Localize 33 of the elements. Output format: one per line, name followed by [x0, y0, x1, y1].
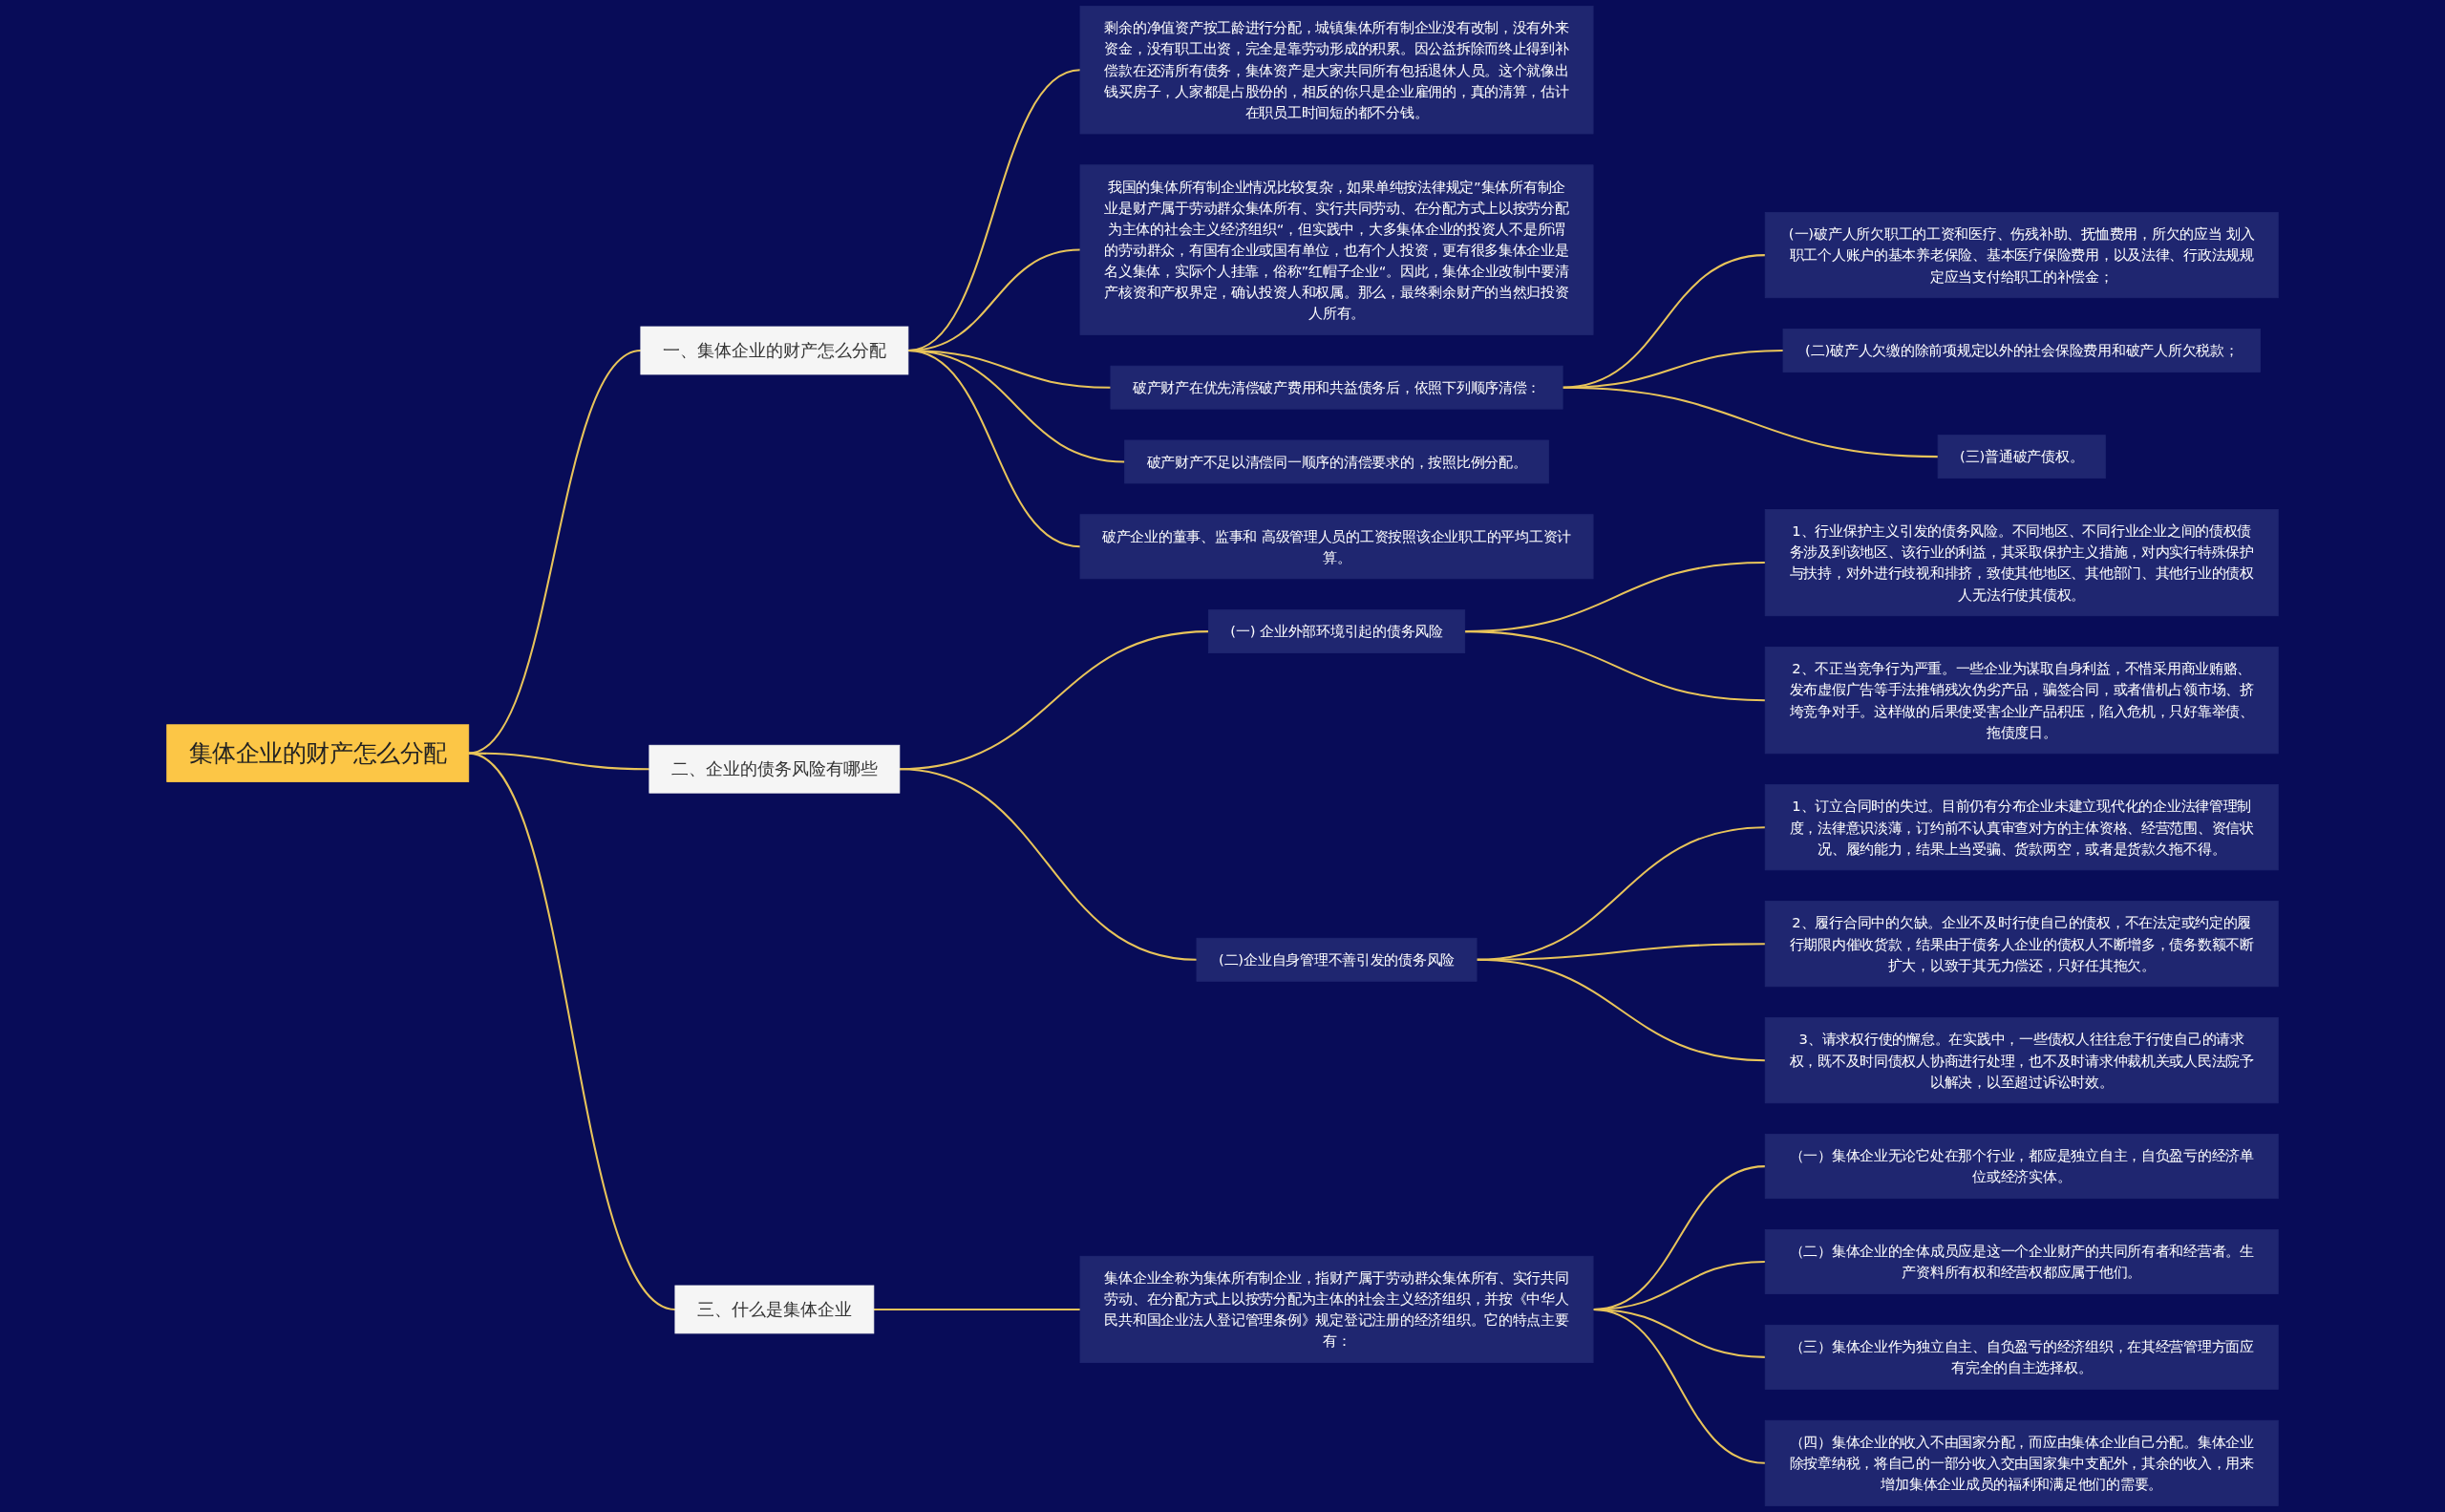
node-box: 二、企业的债务风险有哪些 — [648, 744, 901, 794]
node-box: 1、订立合同时的失过。目前仍有分布企业未建立现代化的企业法律管理制度，法律意识淡薄，订约前不认真审查对方的主体资格、经营范围、资信状况、履约能力，结果上当受骗、货款两空，或者是货款久拖不得。 — [1764, 784, 2279, 871]
node-box: 3、请求权行使的懈怠。在实践中，一些债权人往往怠于行使自己的请求权，既不及时同债权人协商进行处理，也不及时请求仲裁机关或人民法院予以解决，以至超过诉讼时效。 — [1764, 1017, 2279, 1104]
node-box: (一)破产人所欠职工的工资和医疗、伤残补助、抚恤费用，所欠的应当 划入职工个人账户的基本养老保险、基本医疗保险费用，以及法律、行政法规规定应当支付给职工的补偿金； — [1764, 212, 2279, 299]
connector — [1464, 630, 1766, 702]
connector — [899, 768, 1198, 961]
node-box: （四）集体企业的收入不由国家分配，而应由集体企业自己分配。集体企业除按章纳税，将自己的一部分收入交由国家集中支配外，其余的收入，用来增加集体企业成员的福利和满足他们的需要。 — [1764, 1419, 2279, 1506]
node-box: （一）集体企业无论它处在那个行业，都应是独立自主，自负盈亏的经济单位或经济实体。 — [1764, 1134, 2279, 1200]
connector — [1563, 386, 1939, 458]
node-box: 2、不正当竞争行为严重。一些企业为谋取自身利益，不惜采用商业贿赂、发布虚假广告等手法推销残次伪劣产品，骗签合同，或者借机占领市场、挤垮竞争对手。这样做的后果使受害企业产品积压，陷入危机，只好靠举债、拖债度日。 — [1764, 647, 2279, 755]
node-box: 集体企业的财产怎么分配 — [166, 724, 470, 782]
node-box: (一) 企业外部环境引起的债务风险 — [1207, 609, 1466, 654]
node-box: （二）集体企业的全体成员应是这一个企业财产的共同所有者和经营者。生产资料所有权和经营权都应属于他们。 — [1764, 1229, 2279, 1294]
node-box: 破产财产在优先清偿破产费用和共益债务后，依照下列顺序清偿： — [1110, 365, 1563, 410]
node-box: （三）集体企业作为独立自主、自负盈亏的经济组织，在其经营管理方面应有完全的自主选择权。 — [1764, 1324, 2279, 1390]
connector — [907, 350, 1081, 548]
node-box: 剩余的净值资产按工龄进行分配，城镇集体所有制企业没有改制，没有外来资金，没有职工出资，完全是靠劳动形成的积累。因公益拆除而终止得到补偿款在还清所有债务，集体资产是大家共同所有包括退休人员。这个就像出钱买房子，人家都是占股份的，相反的你只是企业雇佣的，真的清算，估计在职员工时间短的都不分钱。 — [1079, 6, 1594, 135]
node-box: 集体企业全称为集体所有制企业，指财产属于劳动群众集体所有、实行共同劳动、在分配方式上以按劳分配为主体的社会主义经济组织，并按《中华人民共和国企业法人登记管理条例》规定登记注册的经济组织。它的特点主要有： — [1079, 1255, 1594, 1364]
node-box: 我国的集体所有制企业情况比较复杂，如果单纯按法律规定”集体所有制企业是财产属于劳动群众集体所有、实行共同劳动、在分配方式上以按劳分配为主体的社会主义经济组织“，但实践中，大多集体企业的投资人不是所谓的劳动群众，有国有企业或国有单位，也有个人投资，更有很多集体企业是名义集体，实际个人挂靠，俗称”红帽子企业“。因此，集体企业改制中要清产核资和产权界定，确认投资人和权属。那么，最终剩余财产的当然归投资人所有。 — [1079, 164, 1594, 335]
connector — [468, 350, 642, 755]
node-box: 1、行业保护主义引发的债务风险。不同地区、不同行业企业之间的债权债务涉及到该地区、该行业的利益，其采取保护主义措施，对内实行特殊保护与扶持，对外进行歧视和排挤，致使其他地区、其他部门、其他行业的债权人无法行使其债权。 — [1764, 509, 2279, 617]
node-box: (二)破产人欠缴的除前项规定以外的社会保险费用和破产人所欠税款； — [1782, 329, 2261, 373]
connector — [873, 1308, 1080, 1310]
node-box: 一、集体企业的财产怎么分配 — [640, 326, 909, 375]
node-box: 三、什么是集体企业 — [674, 1285, 875, 1334]
node-box: 破产财产不足以清偿同一顺序的清偿要求的，按照比例分配。 — [1124, 439, 1549, 484]
connector — [1592, 1308, 1766, 1464]
node-box: (三)普通破产债权。 — [1937, 435, 2106, 479]
connector — [468, 752, 676, 1310]
node-box: (二)企业自身管理不善引发的债务风险 — [1196, 937, 1478, 982]
connector — [1477, 958, 1766, 1062]
node-box: 破产企业的董事、监事和 高级管理人员的工资按照该企业职工的平均工资计算。 — [1079, 514, 1594, 580]
node-box: 2、履行合同中的欠缺。企业不及时行使自己的债权，不在法定或约定的履行期限内催收货款，结果由于债务人企业的债权人不断增多，债务数额不断扩大，以致于其无力偿还，只好任其拖欠。 — [1764, 901, 2279, 988]
